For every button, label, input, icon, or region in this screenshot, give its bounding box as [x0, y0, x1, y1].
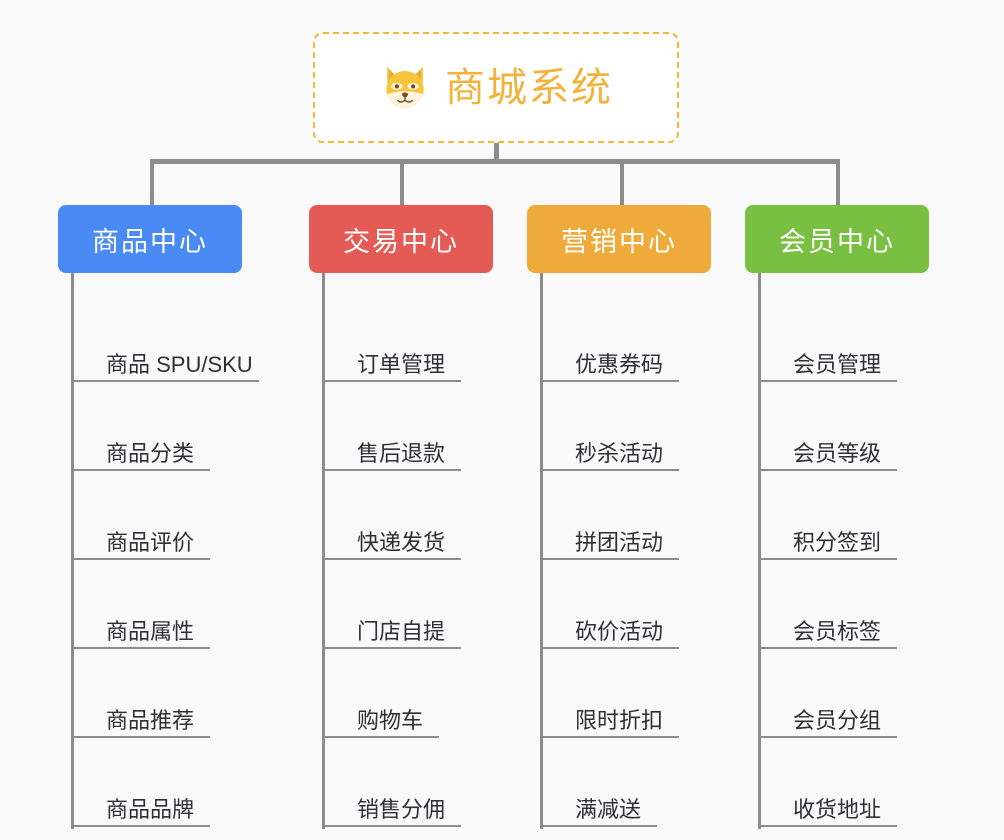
- leaf-label: 门店自提: [325, 619, 462, 649]
- connector-root-stem: [494, 143, 499, 163]
- leaf-item[interactable]: 收货地址: [761, 740, 975, 829]
- leaf-list-4: 会员管理 会员等级 积分签到 会员标签 会员分组 收货地址: [758, 273, 975, 829]
- leaf-item[interactable]: 会员分组: [761, 651, 975, 740]
- leaf-item[interactable]: 商品品牌: [74, 740, 288, 829]
- category-box-1[interactable]: 商品中心: [58, 205, 242, 273]
- branch-column-1: 商品中心 商品 SPU/SKU 商品分类 商品评价 商品属性 商品推荐 商品品牌: [58, 205, 288, 829]
- leaf-label: 商品品牌: [74, 797, 211, 827]
- branch-column-2: 交易中心 订单管理 售后退款 快递发货 门店自提 购物车 销售分佣: [309, 205, 539, 829]
- leaf-item[interactable]: 满减送: [543, 740, 757, 829]
- leaf-label: 收货地址: [761, 797, 898, 827]
- leaf-label: 商品评价: [74, 530, 211, 560]
- leaf-label: 订单管理: [325, 352, 462, 382]
- connector-drop-3: [620, 159, 624, 207]
- leaf-label: 商品 SPU/SKU: [74, 352, 259, 382]
- leaf-item[interactable]: 售后退款: [325, 384, 539, 473]
- leaf-item[interactable]: 商品属性: [74, 562, 288, 651]
- leaf-label: 购物车: [325, 708, 440, 738]
- leaf-item[interactable]: 优惠券码: [543, 295, 757, 384]
- leaf-label: 会员分组: [761, 708, 898, 738]
- leaf-list-3: 优惠券码 秒杀活动 拼团活动 砍价活动 限时折扣 满减送: [540, 273, 757, 829]
- shiba-dog-icon: [379, 62, 431, 114]
- category-label-1: 商品中心: [92, 226, 208, 257]
- leaf-item[interactable]: 商品评价: [74, 473, 288, 562]
- leaf-label: 满减送: [543, 797, 658, 827]
- leaf-item[interactable]: 快递发货: [325, 473, 539, 562]
- leaf-label: 会员管理: [761, 352, 898, 382]
- leaf-label: 售后退款: [325, 441, 462, 471]
- leaf-item[interactable]: 销售分佣: [325, 740, 539, 829]
- leaf-label: 商品推荐: [74, 708, 211, 738]
- leaf-item[interactable]: 商品推荐: [74, 651, 288, 740]
- leaf-list-1: 商品 SPU/SKU 商品分类 商品评价 商品属性 商品推荐 商品品牌: [71, 273, 288, 829]
- leaf-list-2: 订单管理 售后退款 快递发货 门店自提 购物车 销售分佣: [322, 273, 539, 829]
- leaf-label: 会员等级: [761, 441, 898, 471]
- leaf-item[interactable]: 购物车: [325, 651, 539, 740]
- category-box-3[interactable]: 营销中心: [527, 205, 711, 273]
- leaf-item[interactable]: 门店自提: [325, 562, 539, 651]
- leaf-item[interactable]: 商品 SPU/SKU: [74, 295, 288, 384]
- leaf-label: 砍价活动: [543, 619, 680, 649]
- leaf-label: 限时折扣: [543, 708, 680, 738]
- leaf-item[interactable]: 砍价活动: [543, 562, 757, 651]
- leaf-item[interactable]: 拼团活动: [543, 473, 757, 562]
- connector-horizontal-bus: [150, 159, 840, 164]
- root-node[interactable]: 商城系统: [313, 32, 679, 143]
- leaf-label: 积分签到: [761, 530, 898, 560]
- category-label-4: 会员中心: [779, 226, 895, 257]
- category-box-4[interactable]: 会员中心: [745, 205, 929, 273]
- leaf-item[interactable]: 会员标签: [761, 562, 975, 651]
- connector-drop-4: [836, 159, 840, 207]
- category-label-3: 营销中心: [561, 226, 677, 257]
- leaf-label: 秒杀活动: [543, 441, 680, 471]
- connector-drop-2: [400, 159, 404, 207]
- root-title: 商城系统: [445, 65, 613, 110]
- connector-drop-1: [150, 159, 154, 207]
- branch-column-3: 营销中心 优惠券码 秒杀活动 拼团活动 砍价活动 限时折扣 满减送: [527, 205, 757, 829]
- leaf-item[interactable]: 会员等级: [761, 384, 975, 473]
- branch-column-4: 会员中心 会员管理 会员等级 积分签到 会员标签 会员分组 收货地址: [745, 205, 975, 829]
- category-box-2[interactable]: 交易中心: [309, 205, 493, 273]
- category-label-2: 交易中心: [343, 226, 459, 257]
- leaf-label: 拼团活动: [543, 530, 680, 560]
- leaf-label: 商品属性: [74, 619, 211, 649]
- leaf-label: 商品分类: [74, 441, 211, 471]
- leaf-item[interactable]: 限时折扣: [543, 651, 757, 740]
- leaf-item[interactable]: 商品分类: [74, 384, 288, 473]
- leaf-item[interactable]: 会员管理: [761, 295, 975, 384]
- leaf-label: 会员标签: [761, 619, 898, 649]
- leaf-item[interactable]: 秒杀活动: [543, 384, 757, 473]
- leaf-label: 快递发货: [325, 530, 462, 560]
- leaf-label: 优惠券码: [543, 352, 680, 382]
- leaf-item[interactable]: 积分签到: [761, 473, 975, 562]
- leaf-label: 销售分佣: [325, 797, 462, 827]
- leaf-item[interactable]: 订单管理: [325, 295, 539, 384]
